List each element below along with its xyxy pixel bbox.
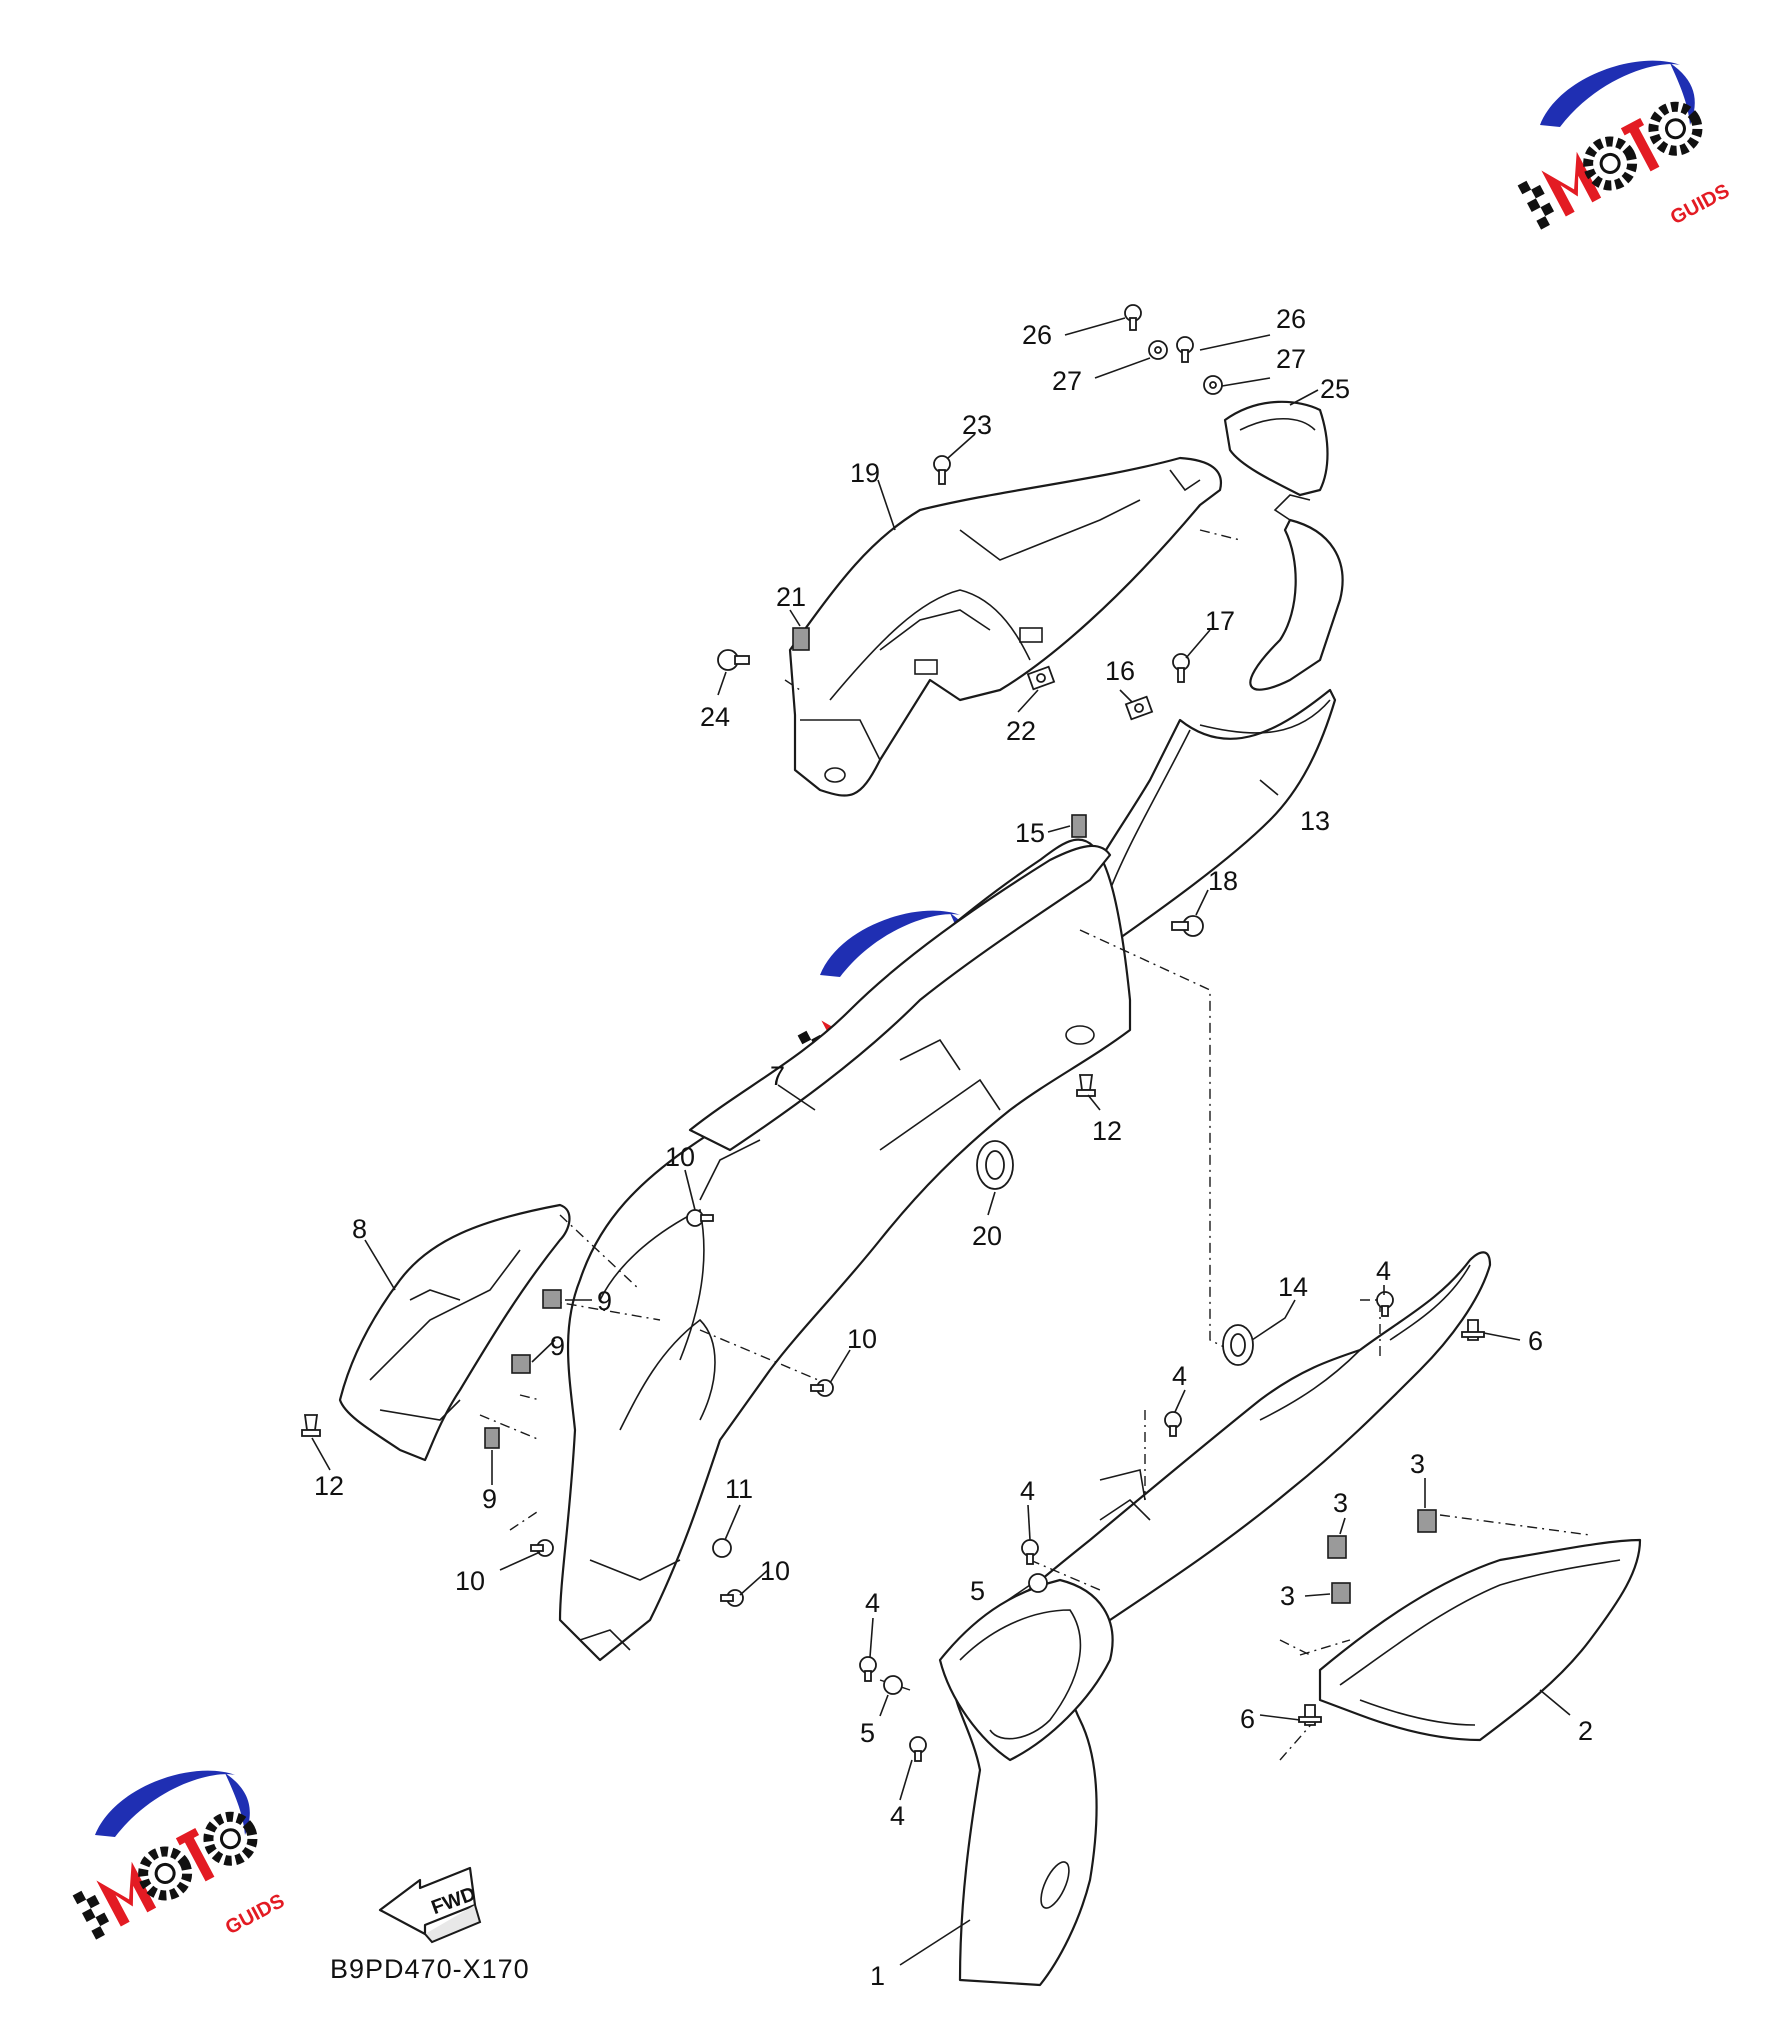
callout-16: 16 [1105, 656, 1135, 686]
grommet-5a-icon [1028, 1573, 1048, 1593]
bolt-10b-icon [810, 1379, 834, 1397]
callout-4-d: 4 [865, 1588, 880, 1618]
callout-25: 25 [1320, 374, 1350, 404]
screw-6a-icon [1461, 1319, 1485, 1341]
bolt-18-icon [1171, 915, 1204, 937]
callout-10-a: 10 [665, 1142, 695, 1172]
callout-24: 24 [700, 702, 730, 732]
nut-22-icon [1026, 665, 1056, 691]
callout-23: 23 [962, 410, 992, 440]
callout-4-b: 4 [1172, 1361, 1187, 1391]
watermark-sub-text: GUIDS [222, 1890, 288, 1939]
clip-9a-icon [542, 1289, 562, 1309]
screw-4e-icon [909, 1736, 927, 1762]
bolt-17-icon [1172, 653, 1190, 683]
bolt-10a-icon [686, 1209, 714, 1227]
callout-1: 1 [870, 1961, 885, 1991]
bolt-23-icon [933, 455, 951, 485]
callout-5-a: 5 [970, 1576, 985, 1606]
screw-4a-icon [1376, 1291, 1394, 1317]
hardware [301, 304, 1485, 1762]
nut-16-icon [1124, 695, 1154, 721]
grommet-5b-icon [883, 1675, 903, 1695]
plug-11-icon [712, 1538, 732, 1558]
callout-26-a: 26 [1022, 320, 1052, 350]
callout-22: 22 [1006, 716, 1036, 746]
clip-3a-icon [1417, 1509, 1437, 1533]
grommet-20-icon [976, 1140, 1014, 1190]
callout-27-a: 27 [1052, 366, 1082, 396]
callout-7: 7 [770, 1061, 785, 1091]
callout-3-c: 3 [1280, 1581, 1295, 1611]
callout-26-b: 26 [1276, 304, 1306, 334]
callout-3-a: 3 [1410, 1449, 1425, 1479]
bolt-24-icon [717, 649, 750, 671]
callout-19: 19 [850, 458, 880, 488]
leader-lines [311, 317, 1571, 1966]
callout-10-d: 10 [760, 1556, 790, 1586]
callout-9-b: 9 [550, 1331, 565, 1361]
bolt-10c-icon [530, 1539, 554, 1557]
screw-6b-icon [1298, 1704, 1322, 1726]
clip-9c-icon [484, 1427, 500, 1449]
callout-10-c: 10 [455, 1566, 485, 1596]
clip-3c-icon [1331, 1582, 1351, 1604]
callout-9-a: 9 [597, 1286, 612, 1316]
diagram-code: B9PD470-X170 [330, 1954, 530, 1984]
clip-21-icon [792, 627, 810, 651]
callout-8: 8 [352, 1214, 367, 1244]
screw-4c-icon [1021, 1539, 1039, 1565]
washer-27a-icon [1148, 340, 1168, 360]
watermark-sub-text: GUIDS [1667, 180, 1733, 229]
callout-17: 17 [1205, 606, 1235, 636]
part-19-rear-cowl [788, 456, 1223, 797]
callout-2: 2 [1578, 1716, 1593, 1746]
washer-27b-icon [1203, 375, 1223, 395]
callout-21: 21 [776, 582, 806, 612]
callout-10-b: 10 [847, 1324, 877, 1354]
screw-12b-icon [301, 1414, 321, 1437]
grommet-14-icon [1222, 1324, 1254, 1366]
screw-4d-icon [859, 1656, 877, 1682]
callout-11: 11 [725, 1474, 753, 1504]
callout-12-a: 12 [1092, 1116, 1122, 1146]
callout-6-b: 6 [1240, 1704, 1255, 1734]
part-1-side-cover-lower [938, 1251, 1492, 1987]
bolt-26b-icon [1176, 336, 1194, 363]
bolt-10d-icon [720, 1589, 744, 1607]
callout-9-c: 9 [482, 1484, 497, 1514]
callout-20: 20 [972, 1221, 1002, 1251]
callout-4-e: 4 [890, 1801, 905, 1831]
screw-12a-icon [1076, 1074, 1096, 1097]
fwd-arrow-icon [378, 1866, 477, 1936]
fwd-direction-arrow: FWD [378, 1866, 482, 1944]
bolt-26a-icon [1124, 304, 1142, 331]
callout-labels: 26 26 27 27 25 23 19 21 24 22 17 16 13 1… [314, 304, 1593, 1991]
part-7-side-cover-main [558, 838, 1132, 1662]
callout-4-c: 4 [1020, 1476, 1035, 1506]
callout-12-b: 12 [314, 1471, 344, 1501]
callout-15: 15 [1015, 818, 1045, 848]
callout-4-a: 4 [1376, 1256, 1391, 1286]
watermark-logo-bottom: GUIDS [72, 1771, 288, 1940]
callout-18: 18 [1208, 866, 1238, 896]
clip-3b-icon [1327, 1535, 1347, 1559]
part-2-side-cover-small [1318, 1538, 1642, 1742]
clip-9b-icon [511, 1354, 531, 1374]
screw-4b-icon [1164, 1411, 1182, 1437]
callout-13: 13 [1300, 806, 1330, 836]
callout-14: 14 [1278, 1272, 1308, 1302]
part-8-inner-panel [338, 1203, 571, 1462]
callout-5-b: 5 [860, 1718, 875, 1748]
part-25-tail-cover [1223, 400, 1329, 497]
callout-27-b: 27 [1276, 344, 1306, 374]
watermark-logo-top: GUIDS [1517, 61, 1733, 230]
clip-15-icon [1071, 814, 1087, 838]
callout-6-a: 6 [1528, 1326, 1543, 1356]
callout-3-b: 3 [1333, 1488, 1348, 1518]
